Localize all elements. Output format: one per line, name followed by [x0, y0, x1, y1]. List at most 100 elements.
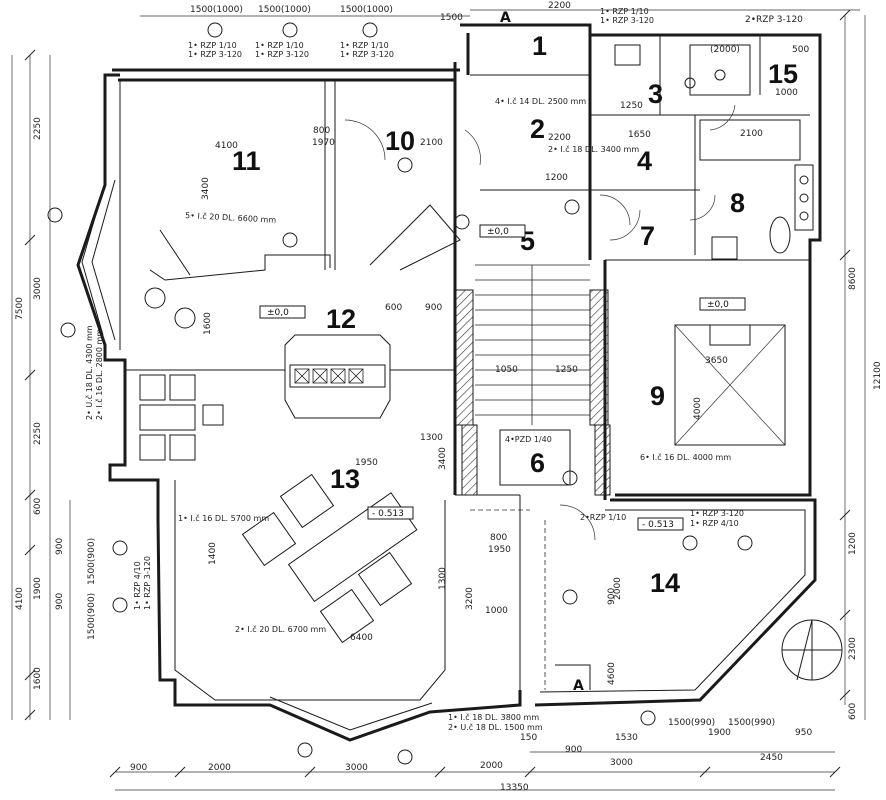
axis-markers: [47, 22, 753, 765]
note-rzp-7: 1• RZP 1/10: [600, 7, 649, 16]
left-dim-10: 900: [55, 593, 65, 610]
note-rzp-6: 1• RZP 3-120: [340, 50, 394, 59]
fireplace: [284, 334, 391, 419]
right-dim-4: 2300: [848, 637, 858, 660]
dining-table: [139, 374, 224, 461]
top-dim-1: 1500(1000): [190, 5, 243, 15]
inner-dim-9: 1050: [495, 365, 518, 375]
note-beam-left-2: 2• I.č 16 DL. 2800 mm: [94, 329, 104, 420]
top-dimensions: 1500(1000) 1500(1000) 1500(1000) 2200 15…: [188, 1, 803, 59]
left-dim-12: 1500(900): [87, 593, 97, 640]
note-beam-4: 5• I.č 20 DL. 6600 mm: [185, 210, 277, 225]
top-dim-3: 1500(1000): [340, 5, 393, 15]
bottom-dim-13: 1500(990): [728, 718, 775, 728]
note-beam-2: 4• I.č 14 DL. 2500 mm: [495, 96, 586, 106]
inner-dim-33: 2100: [740, 129, 763, 139]
note-rzp-13: 1• RZP 3-120: [143, 556, 152, 610]
inner-dim-2: 3400: [201, 177, 211, 200]
bottom-dim-9: 900: [565, 745, 582, 755]
bathroom-fixtures: [614, 44, 814, 260]
note-beam-8: 1• I.č 18 DL. 3800 mm: [448, 712, 539, 722]
inner-dim-15: 6400: [350, 633, 373, 643]
note-beam-9: 2• U.č 18 DL. 1500 mm: [448, 722, 543, 732]
living-room-furniture: [241, 473, 418, 644]
left-dim-9: 900: [55, 538, 65, 555]
bottom-dim-14: 150: [520, 733, 537, 743]
note-rzp-4: 1• RZP 3-120: [255, 50, 309, 59]
right-dim-6: 4000: [693, 397, 703, 420]
inner-dim-22: 800: [490, 533, 507, 543]
room-label-2: 2: [530, 114, 545, 144]
level-marks: ±0,0 ±0,0 ±0,0 - 0.513 - 0.513: [259, 224, 746, 531]
exterior-walls: [76, 23, 822, 742]
bottom-dim-5: 3000: [610, 758, 633, 768]
note-rzp-5: 1• RZP 1/10: [340, 41, 389, 50]
top-dim-5: 1500: [440, 13, 463, 23]
inner-dim-29: 4600: [607, 662, 617, 685]
note-rzp-3: 1• RZP 1/10: [255, 41, 304, 50]
bay-window-circles: [144, 287, 196, 329]
inner-dim-6: 1600: [203, 312, 213, 335]
left-dim-2: 3000: [33, 277, 43, 300]
room-label-12: 12: [326, 304, 356, 334]
bottom-dim-11: 950: [795, 728, 812, 738]
inner-dim-1: 4100: [215, 141, 238, 151]
bottom-dim-12: 1500(990): [668, 718, 715, 728]
inner-dim-5: 2100: [420, 138, 443, 148]
left-dim-11: 1500(900): [87, 538, 97, 585]
inner-dim-8: 900: [425, 303, 442, 313]
room-label-9: 9: [650, 381, 665, 411]
structural-notes: 4• I.č 14 DL. 2500 mm 2• I.č 18 DL. 3400…: [133, 96, 744, 732]
note-rzp-12: 1• RZP 4/10: [133, 561, 142, 610]
staircase: [454, 264, 611, 496]
right-dim-3: 1200: [848, 532, 858, 555]
room-label-13: 13: [330, 464, 360, 494]
left-dimensions: 2250 3000 2250 600 1900 1600 7500 4100 9…: [15, 117, 104, 690]
note-beam-5: 1• I.č 16 DL. 5700 mm: [178, 513, 269, 523]
inner-dim-10: 1250: [555, 365, 578, 375]
bottom-dim-4: 2000: [480, 761, 503, 771]
room-label-3: 3: [648, 79, 663, 109]
right-dim-1: 8600: [848, 267, 858, 290]
note-beam-7: 6• I.č 16 DL. 4000 mm: [640, 452, 731, 462]
room-label-8: 8: [730, 188, 745, 218]
window-circle: [781, 619, 843, 681]
inner-dimensions: 4100 3400 800 1970 2100 1600 600 900 105…: [201, 45, 809, 685]
door-swings: [344, 104, 736, 541]
right-dim-5: 600: [848, 703, 858, 720]
bottom-dim-1: 900: [130, 763, 147, 773]
inner-dim-18: 3400: [438, 447, 448, 470]
inner-dim-32: 1000: [775, 88, 798, 98]
level-5: ±0,0: [487, 227, 509, 237]
note-beam-6: 2• I.č 20 DL. 6700 mm: [235, 624, 326, 634]
inner-dim-24: 1650: [628, 130, 651, 140]
top-dim-4: 2200: [548, 1, 571, 11]
bottom-dim-8: 1530: [615, 733, 638, 743]
note-rzp-8: 1• RZP 3-120: [600, 16, 654, 25]
level-14: - 0.513: [642, 520, 674, 530]
left-dim-3: 2250: [33, 422, 43, 445]
section-marks: A A: [500, 10, 591, 694]
level-9: ±0,0: [707, 300, 729, 310]
left-dim-4: 600: [33, 498, 43, 515]
note-rzp-10: 1• RZP 4/10: [690, 519, 739, 528]
right-dim-2: 12100: [873, 361, 883, 390]
bed: [674, 324, 786, 446]
bottom-dim-6: 2450: [760, 753, 783, 763]
room-label-11: 11: [232, 146, 261, 176]
inner-dim-13: 1950: [355, 458, 378, 468]
room-label-7: 7: [640, 221, 655, 251]
bottom-dim-10: 1900: [708, 728, 731, 738]
inner-dim-14: 1300: [420, 433, 443, 443]
bottom-dimensions: 900 2000 3000 2000 3000 2450 13350 1530 …: [130, 718, 812, 793]
inner-dim-26: 1200: [545, 173, 568, 183]
inner-dim-31: 500: [792, 45, 809, 55]
left-dim-1: 2250: [33, 117, 43, 140]
right-dim-7: 1000: [485, 606, 508, 616]
inner-dim-4: 1970: [312, 138, 335, 148]
level-13: - 0.513: [372, 509, 404, 519]
note-pzd: 4•PZD 1/40: [505, 435, 552, 444]
inner-dim-27: 1250: [620, 101, 643, 111]
inner-dim-7: 600: [385, 303, 402, 313]
bottom-dim-3: 3000: [345, 763, 368, 773]
